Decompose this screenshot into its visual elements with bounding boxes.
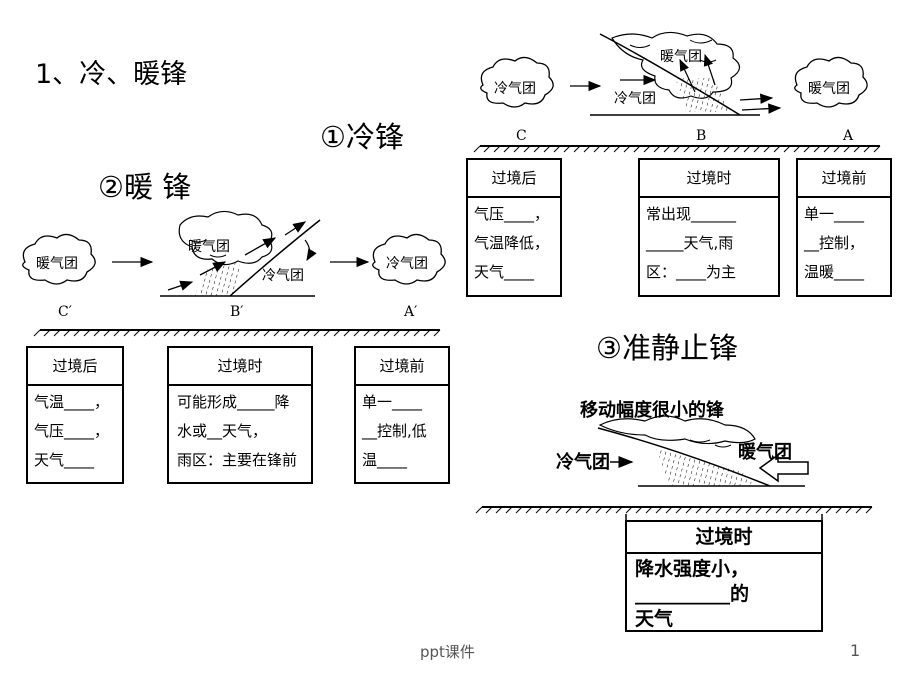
cold-box-during: 过境时 常出现______ _____天气,雨 区：____为主 (638, 158, 780, 297)
label-warm-mass-right: 暖气团 (808, 81, 850, 97)
point-b: B (696, 128, 707, 144)
cold-box-during-body: 常出现______ _____天气,雨 区：____为主 (646, 205, 737, 281)
warm-box-during: 过境时 可能形成_____降 水或__天气， 雨区：主要在锋前 (167, 346, 313, 484)
warm-front-surface (229, 219, 321, 297)
cold-box-before: 过境前 单一____ __控制， 温暖____ (796, 158, 892, 297)
warm-box-after-header: 过境后 (28, 348, 122, 386)
stationary-box-during: 过境时 降水强度小， __________的 天气 (625, 520, 823, 632)
cloud-warm-mass-right (794, 56, 868, 108)
cold-box-before-header: 过境前 (798, 160, 890, 198)
label-stationary-warm: 暖气团 (738, 442, 792, 463)
stationary-caption: 移动幅度很小的锋 (580, 400, 724, 421)
label-cold-mass-inner: 冷气团 (262, 268, 304, 284)
slide-title: 1、冷、暖锋 (35, 59, 188, 90)
stationary-front-diagram (475, 415, 873, 520)
cold-box-during-header: 过境时 (640, 160, 778, 198)
footer-text: ppt课件 (420, 643, 475, 661)
cold-box-after: 过境后 气压____， 气温降低， 天气____ (466, 158, 562, 297)
cloud-cold-mass-right (372, 233, 446, 285)
warm-box-after-body: 气温____， 气压____， 天气____ (34, 393, 110, 469)
cold-front-diagram (473, 31, 881, 153)
section-warm-front: ②暖 锋 (98, 170, 192, 204)
label-warm-mass-inner: 暖气团 (188, 239, 230, 255)
warm-mass-hollow-arrow (758, 453, 809, 483)
label-warm-mass-left: 暖气团 (36, 256, 78, 272)
warm-front-diagram (22, 210, 446, 337)
warm-box-after: 过境后 气温____， 气压____， 天气____ (26, 346, 124, 484)
point-a: A (843, 128, 854, 144)
point-a-prime: A′ (404, 304, 418, 320)
label-warm-mass-inner: 暖气团 (660, 49, 702, 65)
section-stationary-front: ③准静止锋 (596, 331, 738, 365)
label-cold-mass-right: 冷气团 (386, 256, 428, 272)
warm-box-during-header: 过境时 (169, 348, 311, 386)
cloud-warm-mass-left (22, 233, 96, 285)
stationary-box-body: 降水强度小， __________的 天气 (635, 558, 750, 630)
stationary-front-surface (597, 427, 771, 487)
cold-box-after-body: 气压____， 气温降低， 天气____ (474, 205, 550, 281)
point-c-prime: C′ (58, 304, 72, 320)
section-cold-front: ①冷锋 (320, 120, 404, 154)
warm-box-during-body: 可能形成_____降 水或__天气， 雨区：主要在锋前 (177, 393, 298, 469)
label-cold-mass-inner: 冷气团 (614, 91, 656, 107)
warm-front-cloud (178, 210, 273, 266)
warm-box-before-header: 过境前 (356, 348, 448, 386)
point-c: C (516, 128, 527, 144)
label-cold-mass: 冷气团 (494, 81, 536, 97)
point-b-prime: B′ (230, 304, 244, 320)
label-stationary-cold: 冷气团 (556, 452, 610, 473)
stationary-front-cloud (598, 415, 756, 445)
page-number: 1 (850, 641, 861, 660)
stationary-box-header: 过境时 (627, 522, 821, 554)
cold-box-after-header: 过境后 (468, 160, 560, 198)
warm-box-before: 过境前 单一____ __控制,低 温____ (354, 346, 450, 484)
cloud-cold-mass-left (480, 56, 554, 108)
cold-box-before-body: 单一____ __控制， 温暖____ (804, 205, 865, 281)
warm-box-before-body: 单一____ __控制,低 温____ (362, 393, 427, 469)
